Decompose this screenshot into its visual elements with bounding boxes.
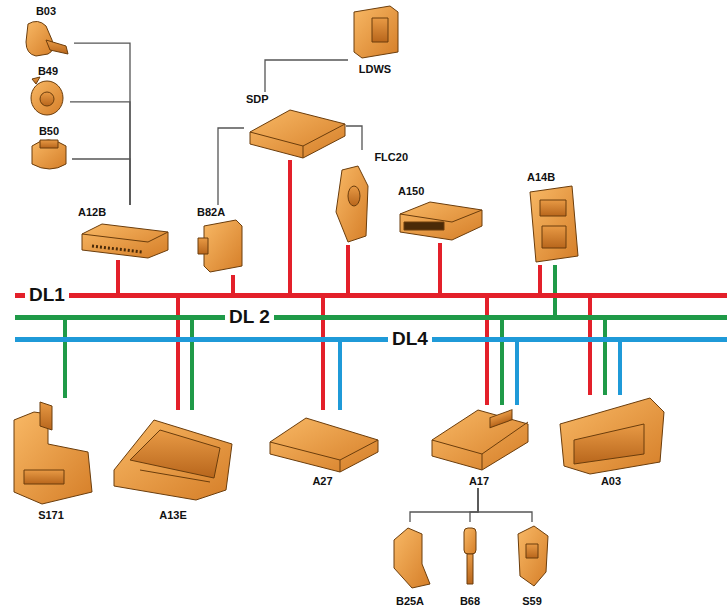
bus-drop — [233, 275, 234, 293]
ecu-component: B25A — [386, 522, 434, 608]
bus-name: DL 2 — [225, 307, 274, 327]
bus-name: DL4 — [388, 329, 432, 349]
wire — [478, 488, 532, 522]
ecu-component: A14B — [525, 170, 581, 265]
wire — [218, 128, 244, 205]
ecu-component: A13E — [110, 410, 236, 522]
ecu-component: S59 — [510, 522, 554, 608]
component-label: B25A — [396, 594, 424, 608]
bus-drop — [192, 320, 193, 410]
ecu-component: B49 — [26, 64, 70, 118]
bus-drop — [605, 320, 606, 395]
data-bus-line: DL 2 — [15, 315, 727, 320]
ecu-component: A03 — [555, 395, 667, 488]
bus-drop — [118, 260, 119, 293]
bus-name: DL1 — [25, 285, 69, 305]
ecu-component: SDP — [244, 92, 346, 160]
wire — [74, 43, 130, 205]
ecu-component: B68 — [452, 522, 488, 608]
ecu-component: A12B — [76, 205, 170, 260]
bus-drop — [517, 342, 518, 405]
bus-drop — [65, 320, 66, 398]
component-label: S171 — [38, 508, 64, 522]
component-label: B68 — [460, 594, 480, 608]
component-label: SDP — [246, 92, 269, 106]
bus-drop — [555, 265, 556, 315]
component-label: A13E — [159, 508, 187, 522]
wire — [346, 126, 362, 150]
wire — [410, 488, 478, 522]
bus-drop — [348, 245, 349, 293]
ecu-component: B03 — [18, 4, 74, 60]
component-label: B82A — [197, 205, 225, 219]
data-bus-line: DL1 — [15, 293, 727, 298]
component-label: A14B — [527, 170, 555, 184]
component-label: S59 — [522, 594, 542, 608]
wire — [470, 488, 478, 522]
ecu-component: B50 — [26, 124, 72, 174]
ecu-component: B82A — [195, 205, 245, 275]
ecu-component: A27 — [265, 410, 380, 488]
ecu-component: A150 — [396, 184, 486, 243]
component-label: FLC20 — [374, 150, 408, 164]
bus-drop — [290, 160, 291, 293]
component-label: A17 — [469, 474, 489, 488]
component-label: A27 — [312, 474, 332, 488]
component-label: B03 — [36, 4, 56, 18]
bus-drop — [540, 265, 541, 293]
component-label: A150 — [398, 184, 424, 198]
ecu-component: S171 — [8, 398, 94, 522]
wire — [265, 60, 348, 92]
component-label: A12B — [78, 205, 106, 219]
wire — [72, 159, 130, 205]
wire — [70, 102, 130, 205]
data-bus-line: DL4 — [15, 337, 727, 342]
bus-drop — [440, 243, 441, 293]
bus-drop — [620, 342, 621, 395]
bus-drop — [340, 342, 341, 410]
component-label: A03 — [601, 474, 621, 488]
component-label: B50 — [39, 124, 59, 138]
ecu-component: LDWS — [348, 2, 402, 76]
bus-drop — [502, 320, 503, 405]
component-label: B49 — [38, 64, 58, 78]
ecu-component: FLC20 — [330, 150, 410, 245]
component-label: LDWS — [359, 62, 391, 76]
ecu-component: A17 — [428, 405, 530, 488]
bus-drop — [590, 298, 591, 395]
